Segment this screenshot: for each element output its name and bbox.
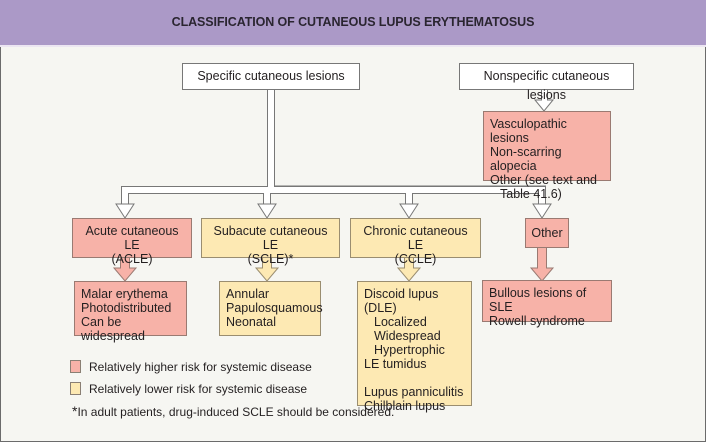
footnote-marker: *: [72, 403, 78, 419]
category-scle-abbr: (SCLE)*: [247, 252, 294, 266]
diagram-title: CLASSIFICATION OF CUTANEOUS LUPUS ERYTHE…: [171, 15, 535, 29]
acle-item: Photodistributed: [81, 301, 172, 315]
scle-items-box: Annular Papulosquamous Neonatal: [219, 281, 323, 336]
ccle-item: Lupus panniculitis: [364, 385, 464, 399]
footnote: *In adult patients, drug-induced SCLE sh…: [72, 403, 394, 419]
footnote-text: In adult patients, drug-induced SCLE sho…: [77, 405, 395, 419]
nonspecific-item: Table 41.6): [500, 187, 562, 201]
arrowhead-acle: [115, 203, 135, 219]
nonspecific-item: Other (see text and: [490, 173, 598, 187]
other-items-box: Bullous lesions of SLE Rowell syndrome: [482, 280, 612, 328]
scle-item: Neonatal: [226, 315, 277, 329]
legend-swatch-lower: [70, 382, 81, 395]
category-acle-name: Acute cutaneous LE: [85, 224, 179, 252]
ccle-spacer: [364, 371, 465, 385]
legend-swatch-higher: [70, 360, 81, 373]
ccle-subitem: Hypertrophic: [374, 343, 445, 357]
nonspecific-items-box: Vasculopathic lesions Non-scarring alope…: [483, 111, 611, 201]
legend-label-higher: Relatively higher risk for systemic dise…: [89, 360, 312, 374]
other-down-arrow: [529, 247, 555, 282]
category-other: Other: [525, 218, 569, 248]
other-item: Rowell syndrome: [489, 314, 585, 328]
other-item: Bullous lesions of SLE: [489, 286, 587, 314]
category-ccle-abbr: (CCLE): [394, 252, 437, 266]
arrowhead-scle: [257, 203, 277, 219]
category-scle: Subacute cutaneous LE (SCLE)*: [201, 218, 340, 266]
category-ccle: Chronic cutaneous LE (CCLE): [350, 218, 481, 266]
ccle-items-box: Discoid lupus (DLE) Localized Widespread…: [357, 281, 472, 413]
category-acle: Acute cutaneous LE (ACLE): [72, 218, 192, 266]
acle-item: Can be widespread: [81, 315, 145, 343]
category-ccle-name: Chronic cutaneous LE: [363, 224, 468, 252]
arrowhead-ccle: [399, 203, 419, 219]
category-scle-name: Subacute cutaneous LE: [213, 224, 328, 252]
acle-items-box: Malar erythema Photodistributed Can be w…: [74, 281, 187, 343]
ccle-item: Discoid lupus (DLE): [364, 287, 439, 315]
category-acle-abbr: (ACLE): [111, 252, 153, 266]
legend-label-lower: Relatively lower risk for systemic disea…: [89, 382, 308, 396]
nonspecific-item: Vasculopathic lesions: [490, 117, 567, 145]
arrowhead-other: [532, 203, 552, 219]
ccle-subitem: Localized: [374, 315, 427, 329]
scle-item: Annular: [226, 287, 270, 301]
nonspecific-lesions-label: Nonspecific cutaneous lesions: [483, 69, 610, 102]
specific-lesions-box: Specific cutaneous lesions: [182, 63, 360, 90]
ccle-item: LE tumidus: [364, 357, 427, 371]
nonspecific-item: Non-scarring alopecia: [490, 145, 562, 173]
ccle-subitem: Widespread: [374, 329, 441, 343]
header-bar: CLASSIFICATION OF CUTANEOUS LUPUS ERYTHE…: [0, 0, 706, 47]
scle-item: Papulosquamous: [226, 301, 323, 315]
acle-item: Malar erythema: [81, 287, 168, 301]
ccle-item: Chilblain lupus: [364, 399, 446, 413]
category-other-name: Other: [531, 226, 563, 240]
nonspecific-lesions-box: Nonspecific cutaneous lesions: [459, 63, 634, 102]
specific-lesions-label: Specific cutaneous lesions: [197, 69, 345, 83]
